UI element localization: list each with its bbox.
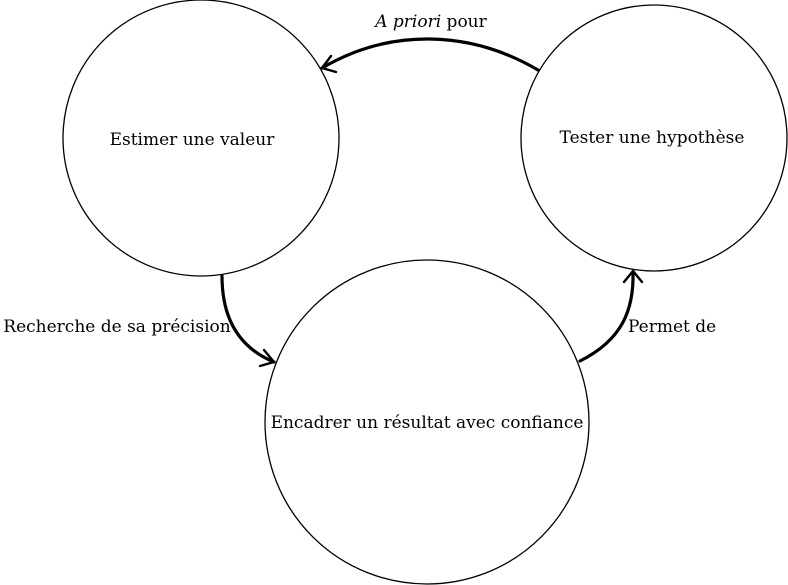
- edge-test-to-estimate: A priori pour: [320, 12, 540, 74]
- edge-test-to-estimate-label-rest: pour: [441, 12, 487, 32]
- edge-estimate-to-interval-arrowhead: [258, 348, 276, 368]
- node-interval-label: Encadrer un résultat avec confiance: [271, 413, 584, 433]
- edge-test-to-estimate-arrowhead: [320, 54, 338, 74]
- node-test-circle: [520, 4, 788, 272]
- node-estimate-circle: [62, 0, 340, 277]
- edge-interval-to-test-line: [578, 270, 635, 363]
- edge-estimate-to-interval-line: [220, 274, 276, 364]
- node-test-label: Tester une hypothèse: [560, 128, 745, 148]
- edge-interval-to-test: Permet de: [578, 269, 716, 363]
- edge-interval-to-test-arrowhead: [622, 269, 644, 284]
- node-interval-circle: [264, 259, 590, 585]
- edge-estimate-to-interval-label: Recherche de sa précision: [3, 317, 230, 337]
- node-test: Tester une hypothèse: [520, 4, 788, 272]
- edge-test-to-estimate-label: A priori pour: [373, 12, 487, 32]
- node-interval: Encadrer un résultat avec confiance: [264, 259, 590, 585]
- edge-test-to-estimate-line: [320, 37, 540, 72]
- edge-interval-to-test-label: Permet de: [628, 317, 716, 337]
- edge-test-to-estimate-label-italic: A priori: [373, 12, 441, 32]
- node-estimate-label: Estimer une valeur: [110, 130, 276, 150]
- edge-estimate-to-interval: Recherche de sa précision: [3, 274, 276, 368]
- node-estimate: Estimer une valeur: [62, 0, 340, 277]
